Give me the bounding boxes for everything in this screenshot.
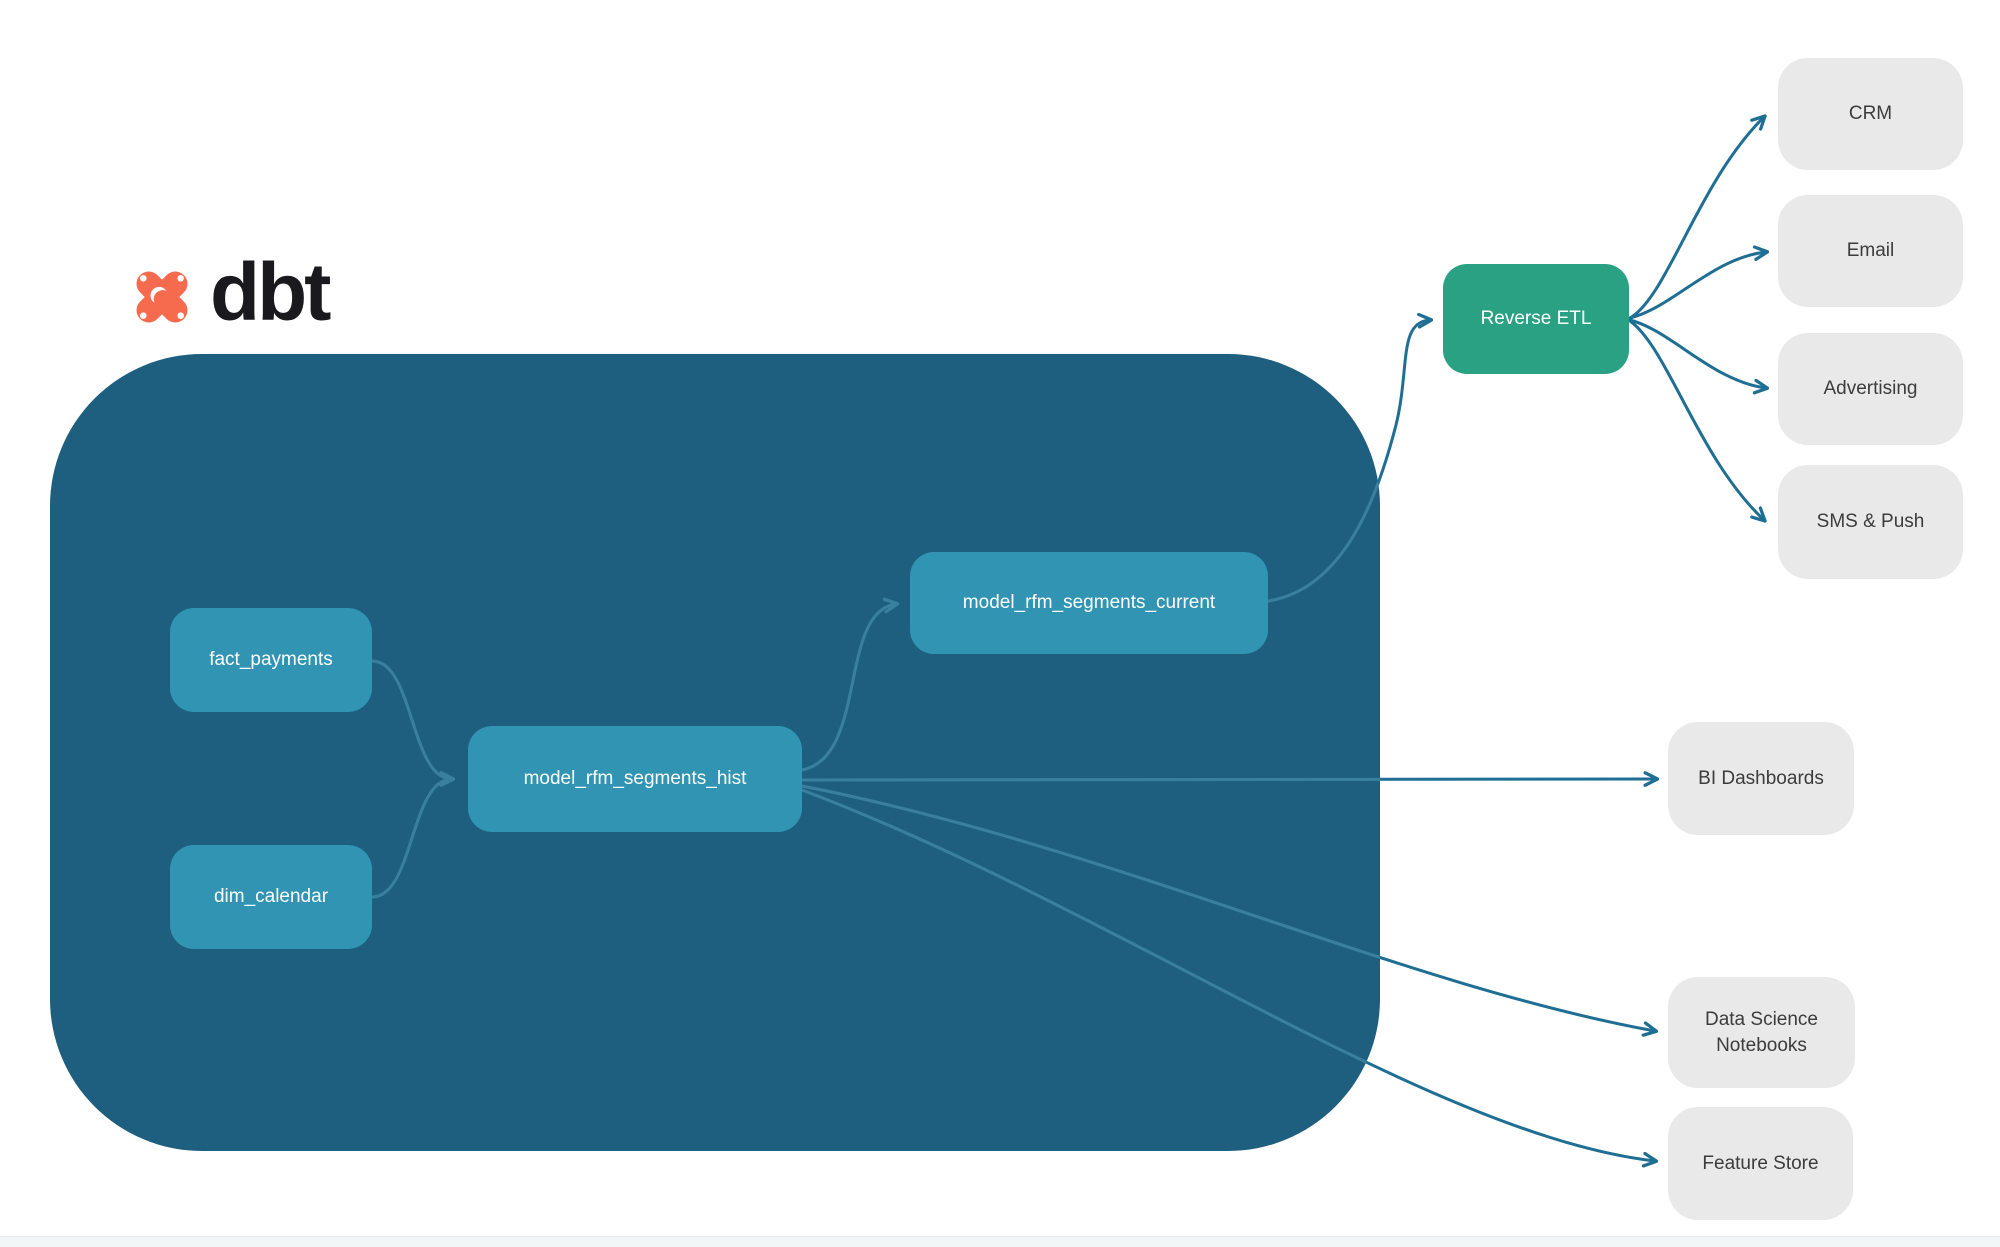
node-email: Email — [1778, 195, 1963, 307]
node-label: model_rfm_segments_hist — [523, 768, 747, 790]
node-label: BI Dashboards — [1698, 767, 1824, 789]
node-label: Reverse ETL — [1480, 308, 1592, 330]
logo-dot-bl — [139, 312, 147, 320]
node-label: Advertising — [1823, 378, 1918, 400]
node-label: Data Science Notebooks — [1704, 1008, 1818, 1056]
node-label: fact_payments — [209, 649, 333, 671]
node-label: Feature Store — [1702, 1152, 1819, 1174]
node-advertising: Advertising — [1778, 333, 1963, 445]
node-model-rfm-segments-hist: model_rfm_segments_hist — [468, 726, 802, 832]
node-label: Email — [1846, 240, 1895, 262]
dbt-logo-icon — [136, 271, 188, 323]
node-data-science-notebooks: Data Science Notebooks — [1668, 977, 1855, 1088]
dbt-logo: dbt — [126, 252, 331, 334]
node-bi-dashboards: BI Dashboards — [1668, 722, 1854, 835]
node-feature-store: Feature Store — [1668, 1107, 1853, 1220]
node-fact-payments: fact_payments — [170, 608, 372, 712]
logo-dot-br — [177, 312, 185, 320]
node-label: dim_calendar — [213, 886, 329, 908]
node-reverse-etl: Reverse ETL — [1443, 264, 1629, 374]
logo-dot-tl — [139, 274, 147, 282]
node-label: CRM — [1848, 103, 1893, 125]
node-label: SMS & Push — [1816, 511, 1925, 533]
node-label: model_rfm_segments_current — [962, 592, 1216, 614]
bottom-edge-strip — [0, 1236, 2000, 1247]
node-model-rfm-segments-current: model_rfm_segments_current — [910, 552, 1268, 654]
node-dim-calendar: dim_calendar — [170, 845, 372, 949]
node-crm: CRM — [1778, 58, 1963, 170]
logo-dot-tr — [177, 274, 185, 282]
node-sms-push: SMS & Push — [1778, 465, 1963, 579]
dbt-logo-text: dbt — [210, 247, 331, 338]
